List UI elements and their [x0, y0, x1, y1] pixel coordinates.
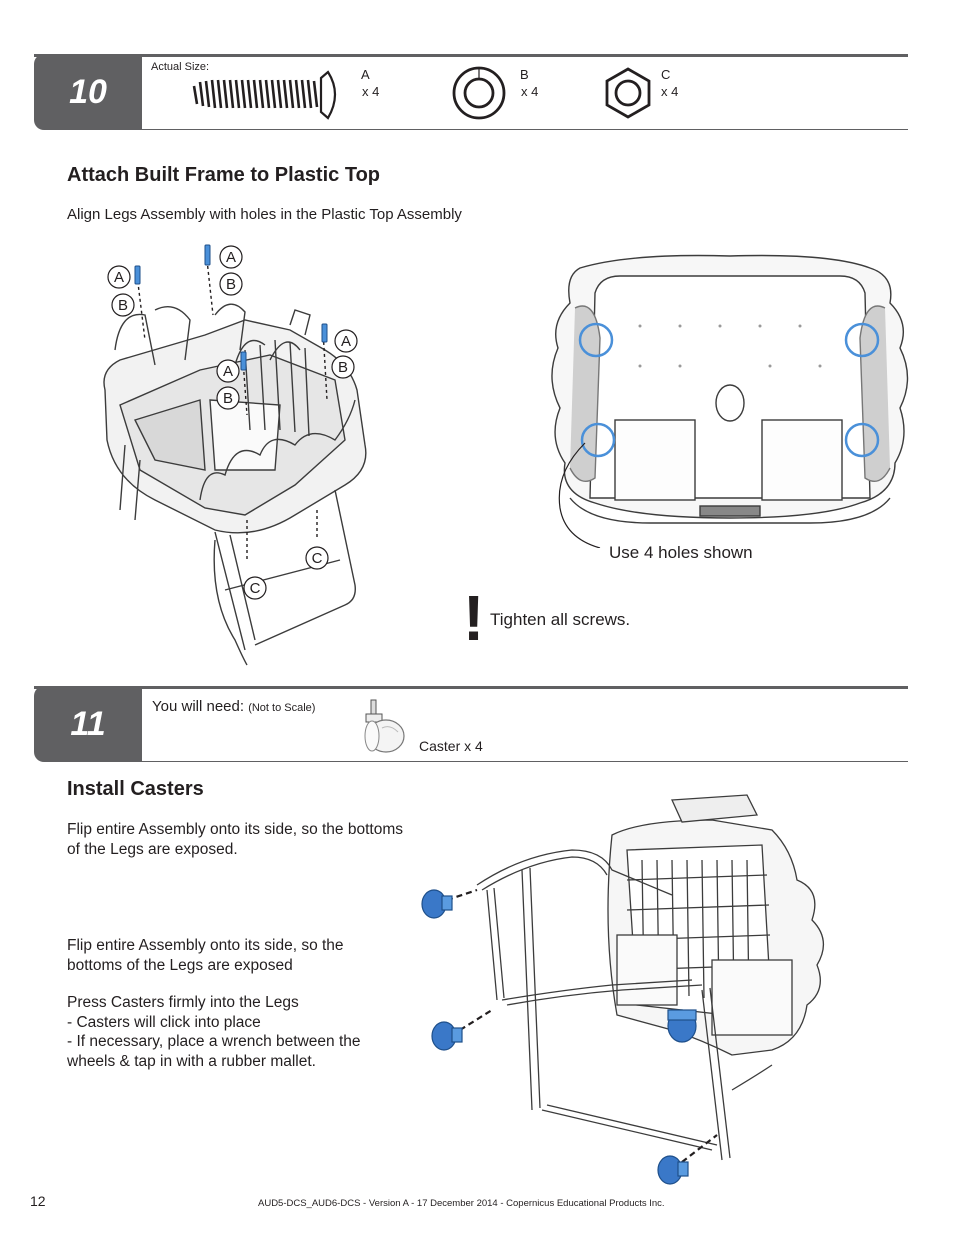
caster-qty-label: Caster x 4	[419, 738, 483, 754]
diagram-label-b1: B	[118, 297, 128, 314]
step11-title: Install Casters	[67, 778, 204, 800]
diagram-label-b4: B	[223, 390, 233, 407]
step11-paragraph1-line1: Flip entire Assembly onto its side, so t…	[67, 821, 403, 838]
step10-instruction: Align Legs Assembly with holes in the Pl…	[67, 206, 462, 223]
step11-paragraph3: Press Casters firmly into the Legs - Cas…	[67, 993, 361, 1071]
step11-number-box: 11	[34, 686, 142, 762]
diagram-label-c2: C	[250, 580, 261, 597]
part-c-qty: x 4	[661, 84, 679, 99]
caster-installation-diagram	[421, 794, 824, 1185]
not-to-scale-text: (Not to Scale)	[248, 702, 316, 714]
step10-top-rule	[34, 54, 908, 57]
diagram-label-a1: A	[114, 269, 124, 286]
step11-paragraph3-line2: - Casters will click into place	[67, 1013, 261, 1031]
step11-paragraph1-line2: of the Legs are exposed.	[67, 840, 238, 858]
step11-paragraph1: Flip entire Assembly onto its side, so t…	[67, 820, 403, 859]
actual-size-label: Actual Size:	[151, 61, 210, 73]
diagram-label-a2: A	[226, 249, 236, 266]
step11-paragraph2-line1: Flip entire Assembly onto its side, so t…	[67, 937, 344, 954]
screw-icon	[192, 70, 337, 120]
diagram-label-b3: B	[338, 359, 348, 376]
you-will-need-label: You will need: (Not to Scale)	[152, 698, 315, 715]
hex-nut-icon	[605, 67, 651, 119]
diagram-label-a4: A	[223, 363, 233, 380]
step11-paragraph3-line4: wheels & tap in with a rubber mallet.	[67, 1052, 316, 1070]
step11-paragraph3-line1: Press Casters firmly into the Legs	[67, 994, 299, 1011]
doc-info-footer: AUD5-DCS_AUD6-DCS - Version A - 17 Decem…	[258, 1198, 665, 1209]
part-b-qty: x 4	[521, 84, 539, 99]
plastic-top-underside-diagram	[551, 254, 909, 548]
step10-number-box: 10	[34, 54, 142, 130]
part-c-letter: C	[661, 67, 671, 82]
diagram-label-c1: C	[312, 550, 323, 567]
step11-paragraph2-line2: bottoms of the Legs are exposed	[67, 956, 293, 974]
holes-callout: Use 4 holes shown	[609, 543, 753, 562]
part-a-qty: x 4	[362, 84, 380, 99]
you-will-need-text: You will need:	[152, 698, 245, 715]
diagram-label-a3: A	[341, 333, 351, 350]
step11-paragraph2: Flip entire Assembly onto its side, so t…	[67, 936, 344, 975]
caster-icon	[364, 699, 405, 753]
step10-bottom-rule	[142, 129, 908, 130]
page-number: 12	[30, 1193, 46, 1209]
step11-number: 11	[70, 704, 106, 743]
step10-number: 10	[69, 72, 107, 111]
part-b-letter: B	[520, 67, 529, 82]
step10-title: Attach Built Frame to Plastic Top	[67, 164, 380, 186]
warning-text: Tighten all screws.	[490, 610, 631, 629]
diagram-label-b2: B	[226, 276, 236, 293]
step11-top-rule	[34, 686, 908, 689]
warning-exclamation-icon: !	[463, 582, 485, 654]
legs-assembly-diagram: A B A B A B A B C C	[103, 244, 367, 666]
washer-icon	[452, 66, 506, 120]
part-a-letter: A	[361, 67, 370, 82]
step11-paragraph3-line3: - If necessary, place a wrench between t…	[67, 1033, 361, 1050]
step11-bottom-rule	[142, 761, 908, 762]
